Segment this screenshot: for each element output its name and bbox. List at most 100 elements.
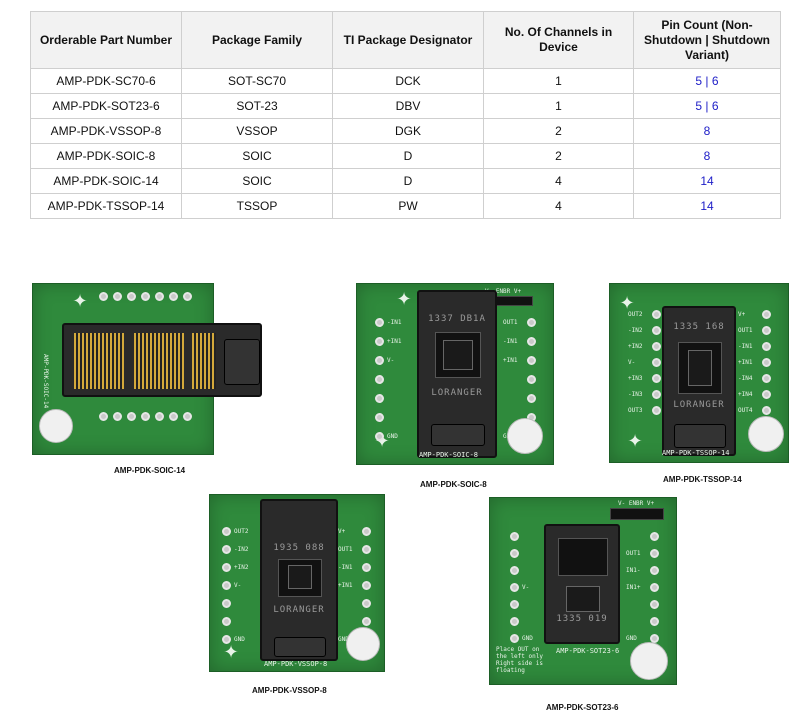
socket-marking: 1935 088 — [273, 543, 325, 553]
board-silk-label: AMP-PDK-SOIC-8 — [419, 451, 479, 459]
header-pin — [527, 356, 536, 365]
pin-label: +IN1 — [738, 359, 753, 366]
pin-label: -IN3 — [628, 391, 643, 398]
sot23-socket: 1335 019 — [544, 524, 620, 644]
mounting-hole-icon — [346, 627, 380, 661]
cell-channels: 2 — [483, 118, 634, 144]
pin-label: OUT1 — [503, 319, 518, 326]
pincount-link[interactable]: 14 — [700, 199, 714, 213]
col-header-family: Package Family — [181, 11, 333, 69]
header-pin — [652, 390, 661, 399]
jumper-header — [610, 508, 664, 520]
header-pin — [510, 549, 519, 558]
header-pin — [652, 342, 661, 351]
pin-label: -IN2 — [628, 327, 643, 334]
pin-label: OUT3 — [628, 407, 643, 414]
pin-label: +IN1 — [387, 338, 402, 345]
pin-label: V+ — [338, 528, 346, 535]
pincount-link[interactable]: 5 — [695, 74, 703, 88]
header-pin — [362, 599, 371, 608]
cell-designator: D — [332, 168, 484, 194]
caption-tssop14: AMP-PDK-TSSOP-14 — [663, 475, 742, 484]
pincount-link[interactable]: 8 — [703, 124, 711, 138]
pin-label: V- — [234, 582, 242, 589]
ti-logo-icon: ✦ — [619, 293, 635, 313]
mounting-hole-icon — [630, 642, 668, 680]
pin-label: OUT1 — [738, 327, 753, 334]
pin-label: -IN1 — [338, 564, 353, 571]
header-pin — [375, 337, 384, 346]
header-pin — [650, 583, 659, 592]
socket-marking: 1337 DB1A — [428, 314, 486, 324]
pin-label: GND — [522, 635, 533, 642]
ti-logo-icon: ✦ — [223, 642, 239, 662]
pincount-link[interactable]: 8 — [703, 149, 711, 163]
socket-brand: LORANGER — [673, 400, 725, 410]
pin-label: OUT1 — [626, 550, 641, 557]
header-pin — [510, 600, 519, 609]
header-pin — [527, 375, 536, 384]
mounting-hole-icon — [507, 418, 543, 454]
pincount-shutdown-link[interactable]: 6 — [711, 99, 719, 113]
pincount-link[interactable]: 14 — [700, 174, 714, 188]
cell-pincount: 8 — [633, 118, 781, 144]
header-pin — [222, 599, 231, 608]
soic14-socket — [62, 323, 262, 397]
header-pin — [650, 532, 659, 541]
header-pin — [222, 635, 231, 644]
mounting-hole-icon — [748, 416, 784, 452]
header-pin — [375, 318, 384, 327]
caption-soic14: AMP-PDK-SOIC-14 — [114, 466, 186, 475]
cell-part: AMP-PDK-SOIC-8 — [30, 143, 182, 169]
board-silk-label: AMP-PDK-TSSOP-14 — [662, 449, 730, 457]
cell-family: SOIC — [181, 168, 333, 194]
pin-label: OUT2 — [628, 311, 643, 318]
header-pin — [222, 545, 231, 554]
cell-part: AMP-PDK-SC70-6 — [30, 68, 182, 94]
header-pin — [362, 527, 371, 536]
caption-sot23: AMP-PDK-SOT23-6 — [546, 703, 619, 712]
cell-part: AMP-PDK-SOIC-14 — [30, 168, 182, 194]
cell-designator: DBV — [332, 93, 484, 119]
package-spec-table: Orderable Part Number Package Family TI … — [30, 11, 781, 219]
header-pin — [362, 617, 371, 626]
header-pin — [652, 358, 661, 367]
pin-label: +IN2 — [628, 343, 643, 350]
header-pin — [652, 310, 661, 319]
header-pin — [375, 432, 384, 441]
header-pin — [362, 545, 371, 554]
cell-part: AMP-PDK-TSSOP-14 — [30, 193, 182, 219]
board-top-labels: V- ENBR V+ — [485, 288, 522, 295]
header-pin — [652, 374, 661, 383]
board-note: Place OUT on the left only Right side is… — [496, 646, 543, 674]
header-pin — [375, 413, 384, 422]
table-header-row: Orderable Part Number Package Family TI … — [30, 11, 781, 69]
ti-logo-icon: ✦ — [627, 431, 643, 451]
pin-label: -IN4 — [738, 375, 753, 382]
cell-channels: 1 — [483, 93, 634, 119]
pin-label: GND — [626, 635, 637, 642]
pin-label: -IN1 — [738, 343, 753, 350]
header-pin — [222, 527, 231, 536]
pincount-shutdown-link[interactable]: 6 — [711, 74, 719, 88]
header-pin — [762, 326, 771, 335]
header-pin — [510, 617, 519, 626]
pincount-link[interactable]: 5 — [695, 99, 703, 113]
pincount-separator: | — [702, 74, 712, 88]
header-pin — [375, 375, 384, 384]
pin-label: GND — [338, 636, 349, 643]
cell-designator: PW — [332, 193, 484, 219]
cell-part: AMP-PDK-VSSOP-8 — [30, 118, 182, 144]
header-pin — [762, 406, 771, 415]
col-header-part: Orderable Part Number — [30, 11, 182, 69]
pin-label: OUT1 — [338, 546, 353, 553]
header-pin — [222, 563, 231, 572]
pin-label: -IN2 — [234, 546, 249, 553]
